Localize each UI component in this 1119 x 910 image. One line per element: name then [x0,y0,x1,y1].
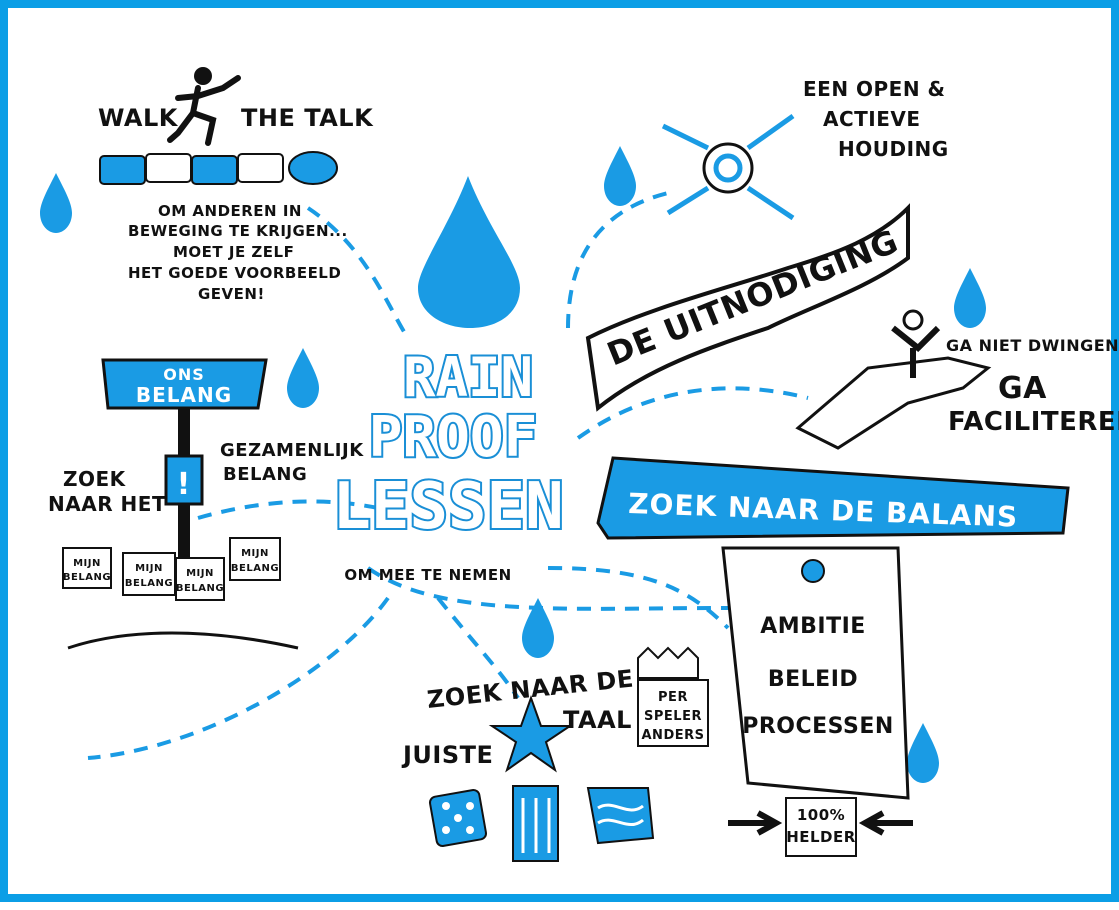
step-processen: PROCESSEN [742,714,894,739]
tag-percent: 100% [797,806,845,824]
sign-belang: BELANG [136,383,232,407]
gezamenlijk-line: GEZAMENLIJK [220,440,364,461]
exclamation-mark: ! [177,467,192,502]
mijn-belang-signs [62,537,299,650]
pin-icon [801,559,825,583]
taal-taal: TAAL [563,706,632,734]
taal-section: ZOEK NAAR DE JUISTE TAAL PER SPELER ANDE… [401,646,709,862]
star-icon [488,695,574,773]
walk-text-line: BEWEGING TE KRIJGEN... [128,222,348,240]
walk-the-talk-section: WALK THE TALK OM ANDEREN IN BEWEGING TE … [98,67,374,303]
step-ambitie: AMBITIE [760,614,866,639]
per-speler-box [637,679,709,747]
per-line: PER [658,690,688,705]
rainproof-visual-map: RAIN PROOF LESSEN OM MEE TE NEMEN WALK T… [40,67,1119,862]
mijn-label: MIJN [73,558,101,569]
drop-icon [907,723,939,783]
walk-text-line: GEVEN! [198,285,265,303]
drop-icon [287,348,319,408]
arrow-left-icon [858,810,913,836]
per-line: ANDERS [642,728,705,743]
taal-juiste: JUISTE [401,741,493,769]
sign-ons: ONS [163,365,205,384]
large-drop-icon [418,176,520,328]
title-lessen: LESSEN [332,470,563,544]
mijn-label: MIJN [135,563,163,574]
per-line: SPELER [644,709,702,724]
open-houding-line: EEN OPEN & [803,77,946,101]
balans-banner [596,456,1070,540]
spiral-arrows-icon [661,113,795,221]
ons-belang-sign [101,358,268,410]
niet-dwingen: GA NIET DWINGEN [946,336,1119,355]
walk-label: WALK [98,104,179,132]
talk-label: THE TALK [241,104,374,132]
ons-belang-section: ONS BELANG ! ZOEK NAAR HET GEZAMENLIJK B… [48,358,364,650]
drop-icon [522,598,554,658]
balans-section: ZOEK NAAR DE BALANS AMBITIE BELEID PROCE… [596,456,1070,857]
crown-icon [637,646,699,679]
tag-helder: HELDER [786,828,856,846]
open-houding-line: HOUDING [838,137,949,161]
running-figure-icon [167,67,241,146]
dashed-connectors [87,191,809,760]
exclamation-icon [164,454,204,506]
open-hand-icon [795,309,992,450]
walk-text-line: MOET JE ZELF [173,243,294,261]
belang-label: BELANG [231,563,279,574]
drop-icon [954,268,986,328]
zoek-naar-het-line: NAAR HET [48,492,166,516]
walk-text-line: HET GOEDE VOORBEELD [128,264,341,282]
title-proof: PROOF [369,405,538,470]
uitnodiging-banner [585,203,910,412]
wave-bubble-icon [586,787,655,845]
belang-label: BELANG [176,583,224,594]
faciliteren-label: FACILITEREN! [948,407,1119,437]
belang-label: BELANG [63,572,111,583]
uitnodiging-section: EEN OPEN & ACTIEVE HOUDING DE UITNODIGIN… [585,77,1119,450]
walk-text-line: OM ANDEREN IN [158,202,302,220]
helder-tag [785,797,857,857]
building-icon [512,785,559,862]
zoek-naar-het-line: ZOEK [63,467,127,491]
paper-sheet [721,546,910,800]
speech-bubbles-icon [99,151,338,185]
drop-icon [604,146,636,206]
arrow-right-icon [728,810,783,836]
center-drop: RAIN PROOF LESSEN OM MEE TE NEMEN [330,176,566,584]
mijn-label: MIJN [241,548,269,559]
mijn-label: MIJN [186,568,214,579]
gezamenlijk-line: BELANG [223,464,307,485]
drop-icon [40,173,72,233]
uitnodiging-banner-text: DE UITNODIGING [602,222,904,373]
title-subtitle: OM MEE TE NEMEN [344,566,511,584]
dice-icon [428,788,488,848]
step-beleid: BELEID [768,667,858,692]
open-houding-line: ACTIEVE [823,107,921,131]
title-rain: RAIN [403,346,533,409]
ga-label: GA [998,371,1047,406]
belang-label: BELANG [125,578,173,589]
